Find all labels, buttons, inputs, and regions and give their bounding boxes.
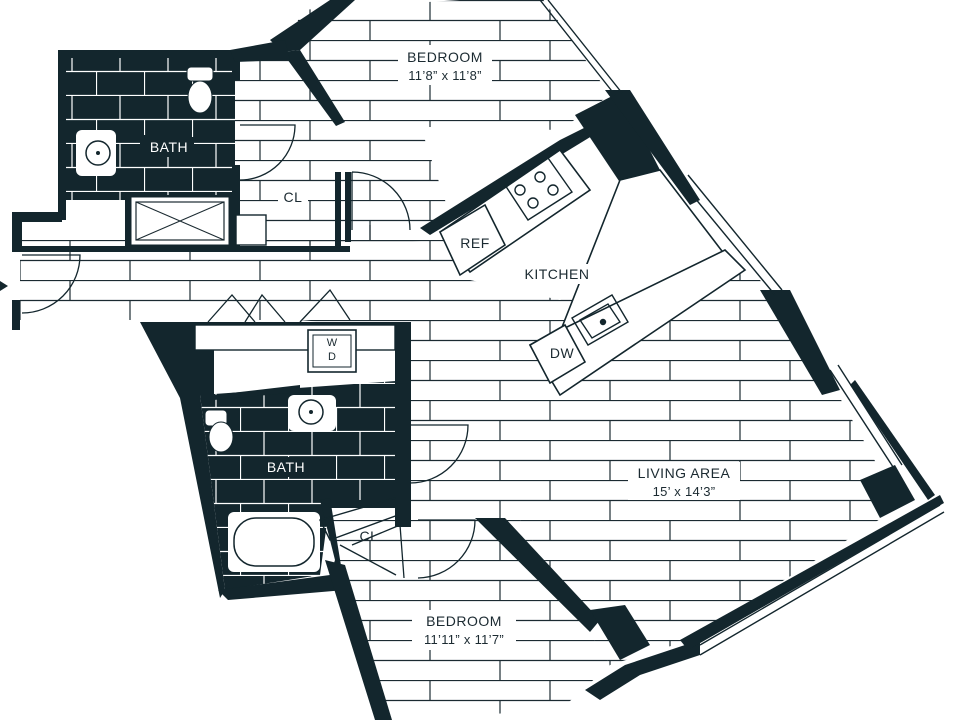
- top-bath: [62, 52, 235, 250]
- toilet-bottom-icon: [204, 409, 234, 453]
- closet-bottom-shelf: [318, 497, 399, 576]
- closet-bottom-label: CL: [360, 528, 379, 544]
- bedroom-top-label: BEDROOM: [407, 49, 483, 65]
- stove-icon: [504, 157, 573, 221]
- bath-bottom-label: BATH: [267, 459, 305, 475]
- tub-icon: [228, 512, 320, 572]
- closet-top-label: CL: [284, 189, 303, 205]
- windows: [539, 0, 945, 656]
- entry-arrow-icon: [0, 281, 8, 291]
- dishwasher-icon: [528, 323, 587, 385]
- living-label: LIVING AREA: [638, 465, 731, 481]
- toilet-top-icon: [186, 66, 214, 114]
- bedroom-bottom-label: BEDROOM: [426, 613, 502, 629]
- ref-label: REF: [460, 235, 490, 251]
- bath-top-label: BATH: [150, 139, 188, 155]
- washer-label: W: [327, 337, 338, 349]
- dryer-label: D: [328, 351, 336, 363]
- kitchen-label: KITCHEN: [525, 266, 590, 282]
- living-dims: 15’ x 14’3”: [653, 484, 716, 499]
- sink-bottom-icon: [288, 395, 336, 431]
- bedroom-bottom-dims: 11’11” x 11’7”: [424, 632, 504, 647]
- bottom-bath: [200, 380, 410, 590]
- laundry-closet: [194, 324, 396, 373]
- walls: [12, 0, 944, 720]
- room-labels: BEDROOM 11’8” x 11’8” BATH CL KITCHEN RE…: [142, 45, 740, 650]
- sink-top-icon: [76, 130, 116, 176]
- bedroom-top-dims: 11’8” x 11’8”: [408, 68, 482, 83]
- dw-label: DW: [550, 345, 575, 361]
- kitchen-sink-icon: [571, 294, 629, 346]
- refrigerator-icon: [438, 203, 507, 277]
- closet-top-shelf: [235, 214, 267, 246]
- doors: [21, 124, 476, 579]
